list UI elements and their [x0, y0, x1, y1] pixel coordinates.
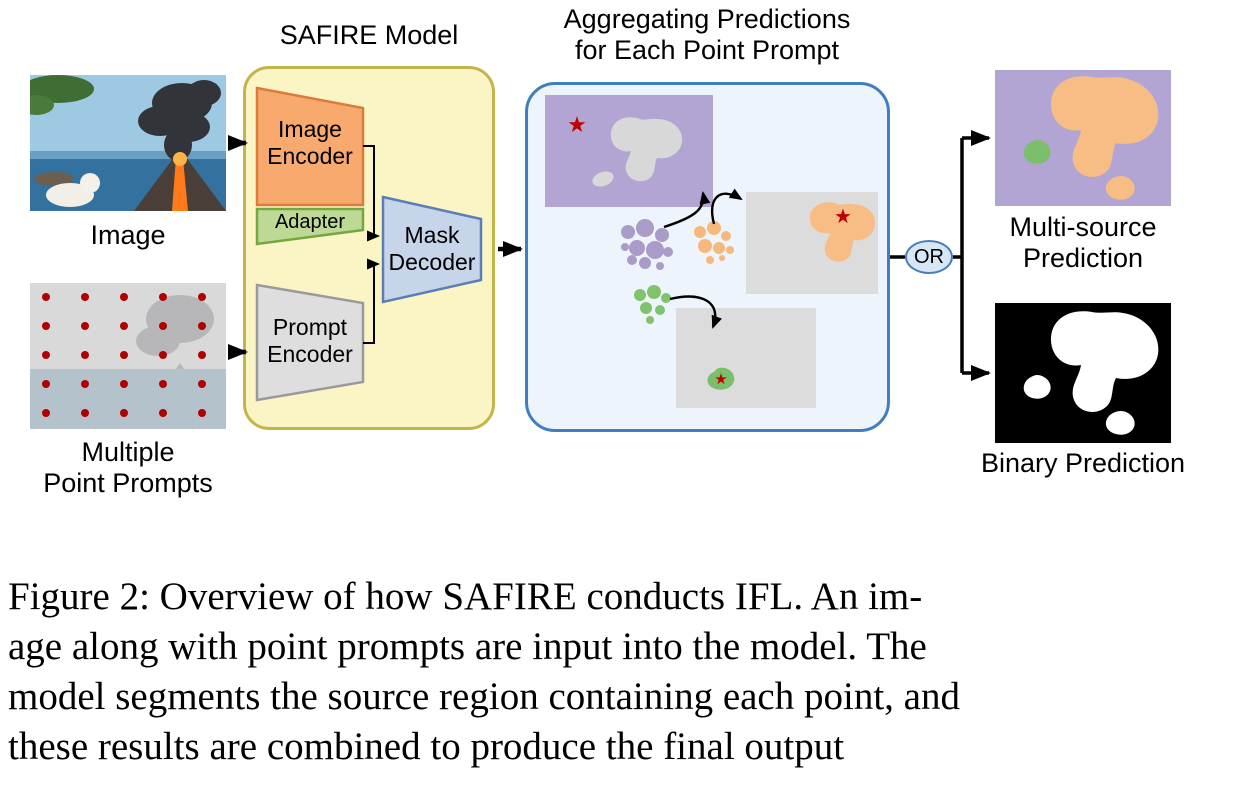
or-label: OR — [914, 245, 944, 268]
point-star-icon: ★ — [567, 112, 587, 137]
multi-source-prediction-image — [995, 70, 1171, 206]
orange-region-small — [1105, 176, 1135, 200]
caption-line-2: age along with point prompts are input i… — [8, 625, 927, 668]
point-star-icon: ★ — [834, 206, 852, 228]
lava-glow-shape — [173, 152, 187, 166]
aggregating-title-line2: for Each Point Prompt — [574, 35, 840, 65]
multi-source-label: Multi-source Prediction — [985, 212, 1181, 274]
encoder-to-decoder-connector — [363, 145, 380, 242]
rock-shape — [34, 172, 74, 186]
aggregating-title-line1: Aggregating Predictions — [563, 4, 851, 34]
mini-prediction-orange: ★ — [746, 192, 878, 294]
aggregating-title: Aggregating Predictions for Each Point P… — [518, 4, 896, 66]
multi-source-label-line1: Multi-source — [1009, 212, 1157, 242]
mask-decoder-shape — [381, 195, 483, 304]
mini-prediction-purple: ★ — [545, 95, 713, 207]
point-prompts-label: Multiple Point Prompts — [10, 437, 246, 499]
input-image-art — [30, 75, 226, 211]
dog-head-shape — [80, 173, 100, 193]
lava-shape — [172, 157, 188, 211]
image-encoder-label: Image Encoder — [267, 116, 353, 169]
foliage-shape-2 — [30, 95, 54, 115]
caption-line-4: these results are combined to produce th… — [8, 725, 845, 768]
orange-source-shape — [809, 202, 876, 262]
mini-green-bg — [676, 308, 816, 408]
adapter-shape — [255, 207, 365, 246]
horizon-shape — [30, 151, 226, 159]
green-source-shape — [707, 367, 735, 390]
orange-region-large — [1050, 76, 1159, 177]
model-shapes — [255, 86, 483, 402]
binary-prediction-image — [995, 303, 1171, 443]
unsegmented-region-shape — [610, 117, 683, 182]
point-prompts-thumbnail — [30, 283, 226, 429]
foliage-shape — [30, 75, 94, 103]
input-image-thumbnail — [30, 75, 226, 211]
binary-prediction-label: Binary Prediction — [980, 448, 1186, 478]
caption-line-1: Figure 2: Overview of how SAFIRE conduct… — [8, 575, 923, 618]
point-star-icon: ★ — [714, 371, 727, 388]
point-prompts-art — [30, 283, 226, 429]
point-prompts-label-line1: Multiple — [81, 437, 175, 467]
or-node: OR — [905, 240, 953, 274]
adapter-label: Adapter — [274, 211, 346, 233]
point-prompts-label-line2: Point Prompts — [43, 468, 213, 498]
safire-model-title: SAFIRE Model — [279, 20, 459, 50]
binary-regions — [1023, 311, 1159, 435]
image-encoder-shape — [255, 86, 365, 207]
mask-decoder-label: Mask Decoder — [388, 222, 476, 275]
green-region — [1023, 140, 1051, 164]
image-label: Image — [90, 220, 166, 250]
mini-prediction-green: ★ — [676, 308, 816, 408]
unsegmented-region-shape-small — [592, 171, 614, 187]
prompt-to-decoder-connector — [363, 258, 380, 344]
point-grid — [30, 283, 226, 429]
prompt-encoder-shape — [255, 283, 365, 402]
caption-line-3: model segments the source region contain… — [8, 675, 960, 718]
multi-source-label-line2: Prediction — [1022, 243, 1144, 273]
prompt-encoder-label: Prompt Encoder — [267, 314, 353, 367]
smoke-plume-shape — [138, 80, 221, 161]
figure-caption: Figure 2: Overview of how SAFIRE conduct… — [8, 572, 1240, 772]
